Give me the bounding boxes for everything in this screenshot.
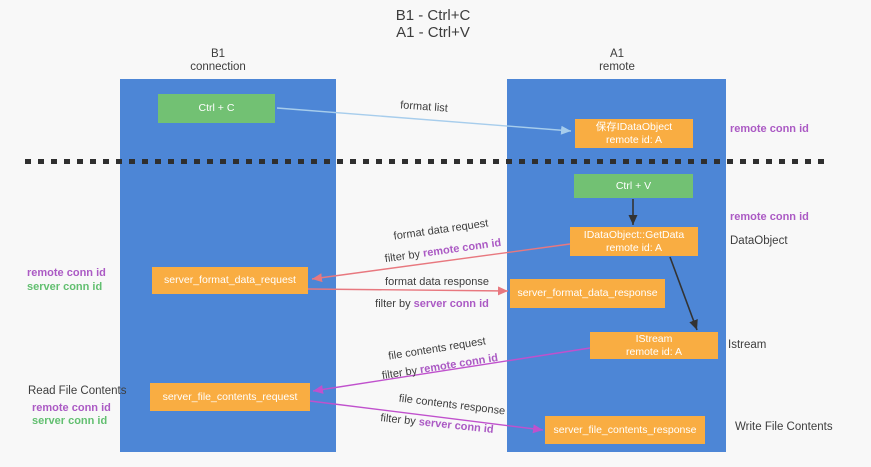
conn-id-annotation-bottom-left: remote conn id server conn id xyxy=(32,402,111,428)
server-conn-id-line: server conn id xyxy=(32,415,111,428)
page-title: B1 - Ctrl+C A1 - Ctrl+V xyxy=(396,7,471,41)
conn-id-annotation-mid-left: remote conn id server conn id xyxy=(27,266,106,294)
write-file-contents-text: Write File Contents xyxy=(735,421,833,433)
dataobject-annotation: DataObject xyxy=(730,235,788,248)
remote-conn-id-annotation-mid: remote conn id xyxy=(730,211,809,224)
lane-a1-role: remote xyxy=(599,61,635,73)
write-file-contents-annotation: Write File Contents xyxy=(735,421,833,434)
format-list-text: format list xyxy=(399,99,449,115)
file-contents-response-label: file contents response xyxy=(398,393,506,418)
remote-conn-id-line: remote conn id xyxy=(32,402,111,415)
lane-a1-name: A1 xyxy=(609,48,625,60)
node-server-format-data-request-label: server_format_data_request xyxy=(164,274,296,286)
format-data-request-label: format data request xyxy=(393,217,489,242)
server-conn-id-text: server conn id xyxy=(413,298,489,310)
node-ctrl-v-label: Ctrl + V xyxy=(615,179,652,192)
read-file-contents-annotation: Read File Contents xyxy=(28,385,126,398)
node-server-file-contents-response-label: server_file_contents_response xyxy=(553,423,697,436)
title-line-2: A1 - Ctrl+V xyxy=(396,24,470,41)
node-istream-line1: IStream xyxy=(635,332,673,345)
server-conn-id-line: server conn id xyxy=(27,280,106,294)
lane-header-b1: B1 connection xyxy=(190,48,246,74)
filter-by-server-conn-id-label-1: filter by server conn id xyxy=(375,298,489,310)
node-server-file-contents-request: server_file_contents_request xyxy=(150,383,310,411)
lane-header-a1: A1 remote xyxy=(599,48,635,74)
server-conn-id-text: server conn id xyxy=(27,281,103,293)
node-save-idataobject-line1: 保存IDataObject xyxy=(595,120,673,133)
node-ctrl-c-label: Ctrl + C xyxy=(198,102,235,114)
lane-b1-name: B1 xyxy=(210,48,226,60)
remote-conn-id-annotation-top: remote conn id xyxy=(730,123,809,136)
filter-by-text: filter by xyxy=(375,298,411,310)
lane-b1-role: connection xyxy=(190,61,246,73)
remote-conn-id-text: remote conn id xyxy=(730,211,809,223)
read-file-contents-text: Read File Contents xyxy=(28,385,127,397)
node-getdata-line1: IDataObject::GetData xyxy=(583,228,685,241)
remote-conn-id-text: remote conn id xyxy=(27,267,106,279)
file-contents-response-text: file contents response xyxy=(398,392,506,418)
format-list-label: format list xyxy=(400,99,448,114)
node-getdata-line2: remote id: A xyxy=(605,241,663,254)
remote-conn-id-text: remote conn id xyxy=(730,123,809,135)
node-ctrl-v: Ctrl + V xyxy=(574,174,693,198)
istream-text: Istream xyxy=(728,339,767,351)
node-istream: IStream remote id: A xyxy=(590,332,718,359)
node-server-format-data-response-label: server_format_data_response xyxy=(517,287,658,299)
server-conn-id-text: server conn id xyxy=(32,415,108,427)
node-save-idataobject-line2: remote id: A xyxy=(605,133,663,146)
node-istream-line2: remote id: A xyxy=(625,345,683,358)
format-data-response-text: format data response xyxy=(385,276,489,288)
filter-by-text: filter by xyxy=(384,248,421,266)
node-server-format-data-response: server_format_data_response xyxy=(510,279,665,308)
remote-conn-id-line: remote conn id xyxy=(27,266,106,280)
remote-conn-id-text: remote conn id xyxy=(32,402,111,414)
node-server-file-contents-response: server_file_contents_response xyxy=(545,416,705,444)
dataobject-text: DataObject xyxy=(730,235,788,247)
remote-conn-id-text: remote conn id xyxy=(422,236,502,260)
format-data-response-arrow xyxy=(307,286,509,296)
node-idataobject-getdata: IDataObject::GetData remote id: A xyxy=(570,227,698,256)
format-data-request-text: format data request xyxy=(392,217,490,243)
filter-by-server-conn-id-label-2: filter by server conn id xyxy=(380,412,494,436)
filter-by-text: filter by xyxy=(379,412,417,428)
filter-by-text: filter by xyxy=(381,364,419,383)
title-line-1: B1 - Ctrl+C xyxy=(395,7,471,24)
clipboard-boundary-divider xyxy=(25,159,829,164)
node-server-format-data-request: server_format_data_request xyxy=(152,267,308,294)
istream-annotation: Istream xyxy=(728,339,766,352)
format-data-response-label: format data response xyxy=(385,276,489,288)
node-save-idataobject: 保存IDataObject remote id: A xyxy=(575,119,693,148)
node-server-file-contents-request-label: server_file_contents_request xyxy=(162,390,298,403)
server-conn-id-text: server conn id xyxy=(418,416,495,436)
node-ctrl-c: Ctrl + C xyxy=(158,94,275,123)
